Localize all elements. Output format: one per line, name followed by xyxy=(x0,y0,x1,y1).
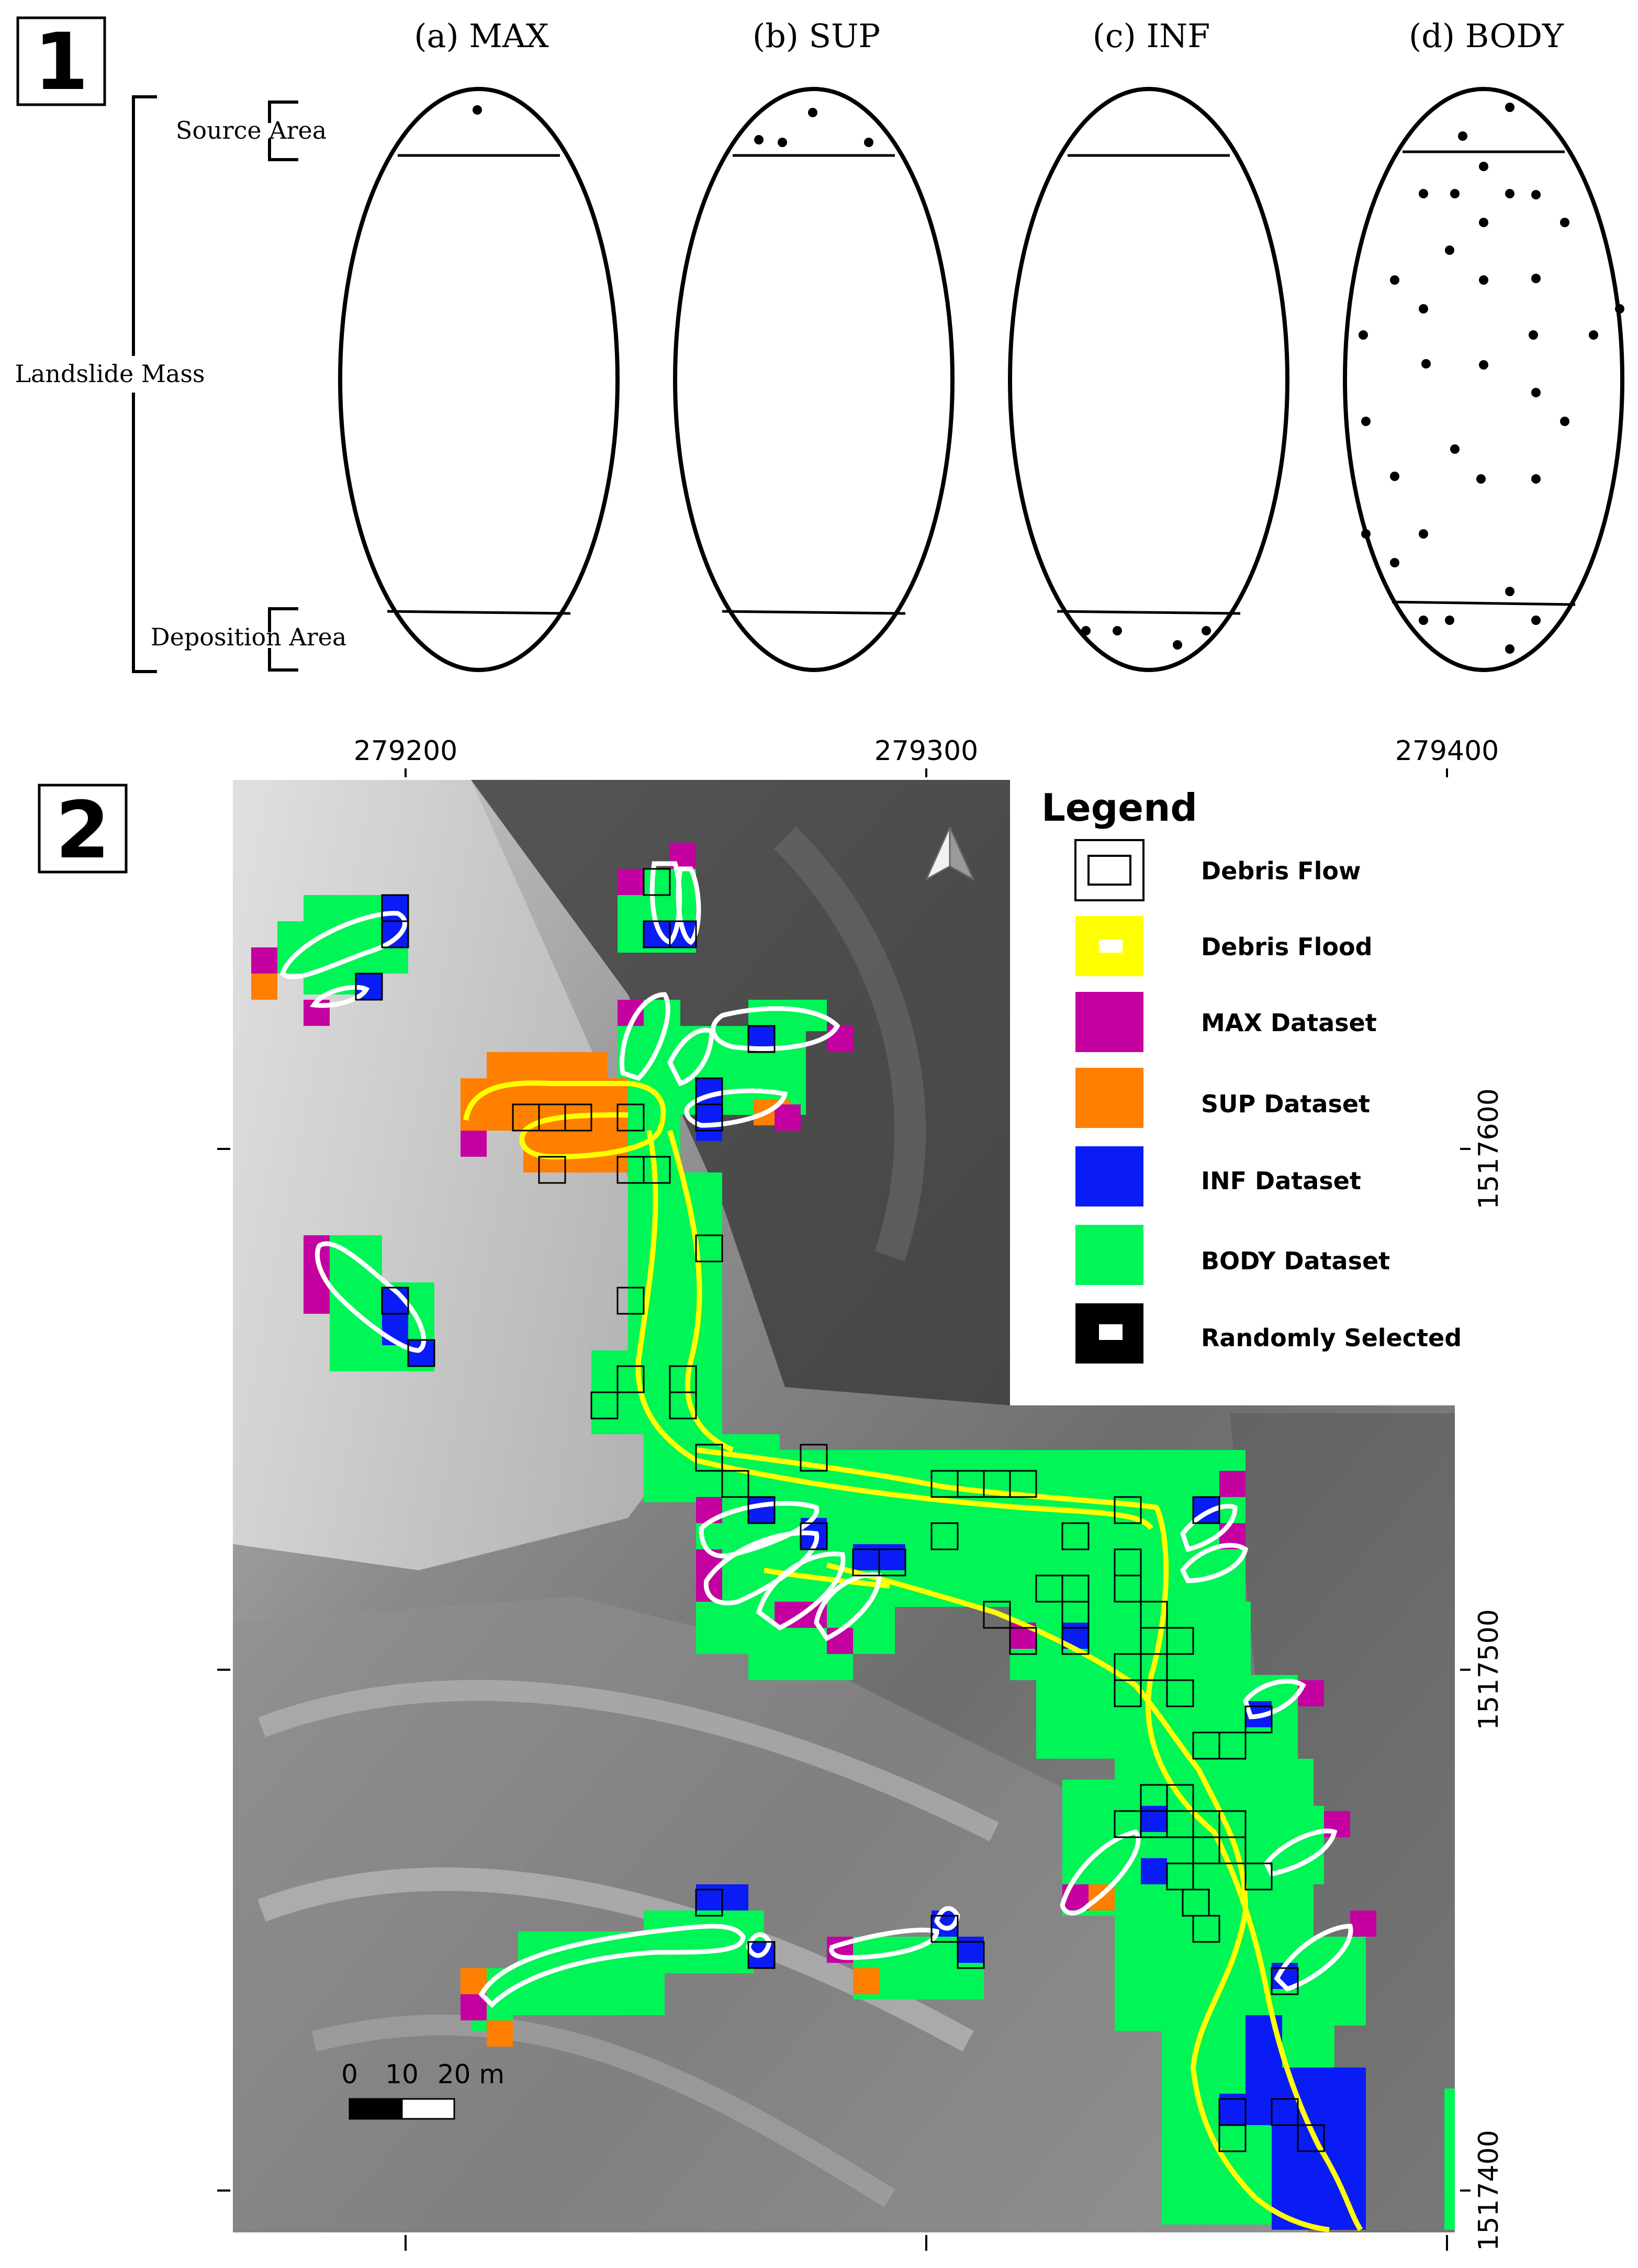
landslide-mass-label: Landslide Mass xyxy=(15,360,205,388)
legend-label: Debris Flow xyxy=(1201,857,1361,885)
inf-sample-point xyxy=(1113,626,1122,635)
scale-label-10: 10 xyxy=(385,2059,419,2090)
y-tick-label: 1517600 xyxy=(1473,1088,1505,1210)
panel-1-badge: 1 xyxy=(34,17,88,108)
deposition-area-label: Deposition Area xyxy=(151,623,347,651)
legend-item-body: BODY Dataset xyxy=(1075,1225,1390,1285)
column-title-max: (a) MAX xyxy=(414,17,548,55)
column-title-inf: (c) INF xyxy=(1093,17,1210,55)
x-tick-label: 279300 xyxy=(874,735,979,767)
panel-2: 2 279200 279300 279400 1517600 1517500 1… xyxy=(38,735,1505,2251)
legend-item-inf: INF Dataset xyxy=(1075,1146,1361,1206)
debris-flood xyxy=(463,1080,1363,2232)
panel-2-badge: 2 xyxy=(55,785,110,876)
ellipse-body xyxy=(1343,87,1624,672)
x-tick-label: 279200 xyxy=(354,735,458,767)
legend-item-random: Randomly Selected xyxy=(1075,1303,1462,1364)
x-axis: 279200 279300 279400 xyxy=(354,735,1499,2251)
source-area-label: Source Area xyxy=(176,116,327,144)
ellipse-inf xyxy=(1008,87,1289,672)
scale-label-20: 20 m xyxy=(437,2059,504,2090)
panel-1-badge-box xyxy=(16,16,106,106)
north-arrow-icon xyxy=(924,826,975,881)
legend-label: Randomly Selected xyxy=(1201,1324,1462,1352)
column-title-sup: (b) SUP xyxy=(753,17,880,55)
legend-label: SUP Dataset xyxy=(1201,1090,1370,1118)
legend-title: Legend xyxy=(1041,786,1197,830)
panel-1: 1 (a) MAX (b) SUP (c) INF (d) BODY Sourc… xyxy=(15,16,1624,673)
y-axis: 1517600 1517500 1517400 xyxy=(217,1088,1505,2251)
inf-sample-point xyxy=(1081,626,1091,635)
max-sample-point xyxy=(473,105,482,115)
column-title-body: (d) BODY xyxy=(1409,17,1564,55)
legend-item-debris-flow: Debris Flow xyxy=(1074,839,1361,901)
legend-label: INF Dataset xyxy=(1201,1167,1361,1195)
scale-bar: 0 10 20 m xyxy=(341,2059,504,2120)
panel-2-badge-box xyxy=(38,784,128,874)
scale-label-0: 0 xyxy=(341,2059,358,2090)
legend-label: Debris Flood xyxy=(1201,933,1372,961)
sup-sample-point xyxy=(754,135,764,144)
sup-sample-point xyxy=(778,138,787,147)
randomly-selected-cells xyxy=(355,868,1325,2152)
legend-label: MAX Dataset xyxy=(1201,1009,1377,1037)
max-dataset-cells xyxy=(251,843,1376,2020)
ellipse-sup xyxy=(673,87,955,672)
ellipse-max xyxy=(338,87,620,672)
sup-sample-point xyxy=(864,138,873,147)
y-tick-label: 1517500 xyxy=(1473,1609,1505,1730)
y-tick-label: 1517400 xyxy=(1473,2130,1505,2251)
inf-sample-point xyxy=(1173,640,1182,650)
legend-item-sup: SUP Dataset xyxy=(1075,1068,1370,1128)
legend-item-debris-flood: Debris Flood xyxy=(1075,916,1372,976)
legend-item-max: MAX Dataset xyxy=(1075,992,1377,1052)
inf-sample-point xyxy=(1202,626,1211,635)
legend: Legend Debris Flow Debris Flood MAX Data… xyxy=(1041,786,1462,1364)
sup-sample-point xyxy=(808,108,817,117)
legend-label: BODY Dataset xyxy=(1201,1247,1390,1275)
x-tick-label: 279400 xyxy=(1395,735,1499,767)
